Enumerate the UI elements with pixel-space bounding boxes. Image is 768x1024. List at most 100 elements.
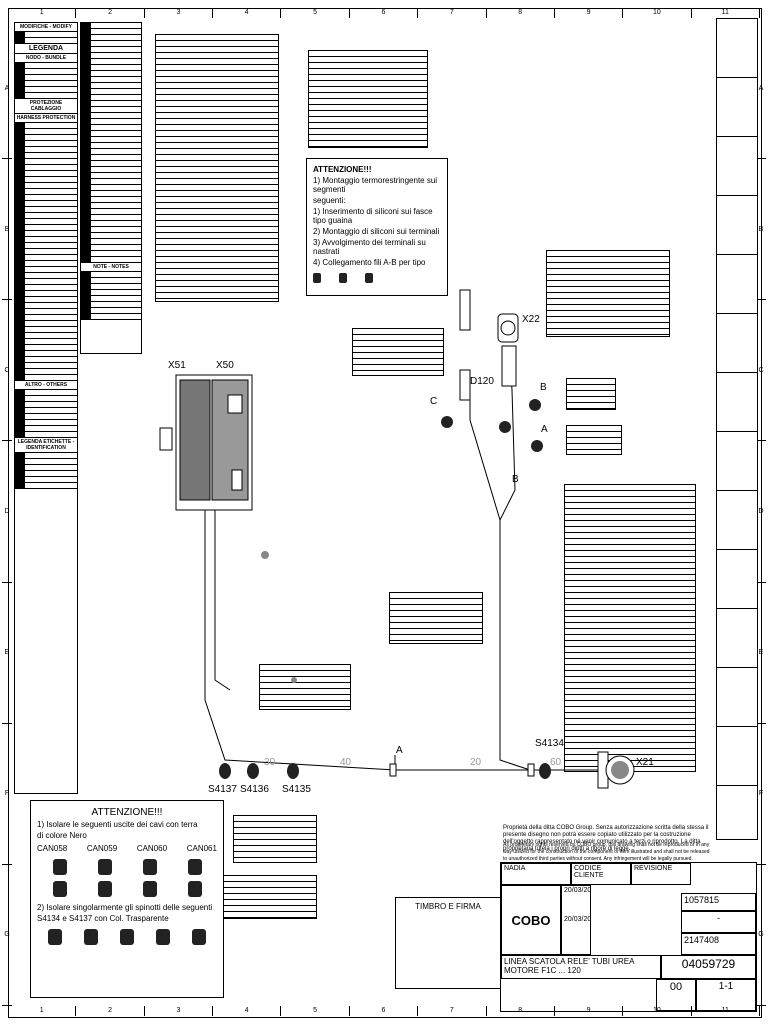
legend-row bbox=[15, 426, 77, 432]
legend-row bbox=[81, 296, 141, 302]
legend-row bbox=[15, 402, 77, 408]
main-trunk bbox=[204, 510, 530, 771]
zone-label: 4 bbox=[213, 1006, 282, 1016]
legend-row bbox=[15, 291, 77, 297]
pin-table-splice bbox=[389, 592, 483, 644]
legend-row bbox=[81, 131, 141, 137]
legend-row bbox=[81, 47, 141, 53]
zone-label: E bbox=[756, 583, 766, 724]
revision-strip bbox=[716, 18, 758, 840]
label-d120: D120 bbox=[470, 376, 494, 387]
legend-row bbox=[15, 81, 77, 87]
zone-label: 5 bbox=[281, 8, 350, 18]
legend-row bbox=[81, 41, 141, 47]
branch-left bbox=[214, 510, 231, 691]
zone-label: G bbox=[756, 865, 766, 1006]
branch-right bbox=[499, 520, 531, 771]
label-x22: X22 bbox=[522, 314, 540, 325]
legend-row bbox=[15, 195, 77, 201]
attention-line: S4134 e S4137 con Col. Trasparente bbox=[37, 914, 169, 923]
zone-label: A bbox=[756, 18, 766, 160]
zone-label: 6 bbox=[350, 8, 419, 18]
legend-row bbox=[15, 459, 77, 465]
notes-title: NOTE - NOTES bbox=[81, 263, 141, 272]
zone-label: 4 bbox=[213, 8, 282, 18]
x21-face bbox=[611, 761, 629, 779]
pin-table-x50 bbox=[308, 50, 428, 148]
stamp-box: TIMBRO E FIRMA bbox=[395, 897, 501, 989]
label-c: C bbox=[430, 396, 438, 407]
legend-row bbox=[15, 141, 77, 147]
zone-label: 3 bbox=[145, 8, 214, 18]
legend-row bbox=[81, 209, 141, 215]
company-logo-text: COBO bbox=[511, 912, 551, 928]
legend-row bbox=[81, 29, 141, 35]
legend-row bbox=[15, 159, 77, 165]
legend-row bbox=[81, 101, 141, 107]
legend-row bbox=[81, 59, 141, 65]
ground-c bbox=[441, 416, 453, 428]
legend-row bbox=[81, 173, 141, 179]
legend-row bbox=[15, 285, 77, 291]
legend-row bbox=[81, 203, 141, 209]
x22-face bbox=[500, 320, 516, 336]
can-label: CAN058 bbox=[37, 844, 68, 853]
legend-row bbox=[81, 179, 141, 185]
s4134-connector bbox=[539, 763, 551, 779]
zone-label: 11 bbox=[692, 8, 760, 18]
legend-row bbox=[15, 213, 77, 219]
legend-row bbox=[15, 237, 77, 243]
legend-row bbox=[15, 123, 77, 129]
attention-line: 4) Collegamento fili A-B per tipo bbox=[313, 258, 426, 267]
connector-icon bbox=[156, 929, 170, 945]
legend-row bbox=[15, 408, 77, 414]
fuse-block-left bbox=[179, 379, 211, 501]
title-block: NADIA CODICE CLIENTE REVISIONE COBO 20/0… bbox=[500, 862, 757, 1012]
legend-row bbox=[81, 302, 141, 308]
splice-a bbox=[389, 763, 397, 777]
legend-row bbox=[15, 432, 77, 438]
legend-row bbox=[15, 351, 77, 357]
legend-row bbox=[15, 483, 77, 489]
zone-label: 6 bbox=[350, 1006, 419, 1016]
legend-modify-title: MODIFICHE - MODIFY bbox=[15, 23, 77, 32]
tb-date: 20/03/2019 bbox=[564, 916, 591, 923]
legend-row bbox=[81, 197, 141, 203]
connector-icon bbox=[97, 881, 112, 897]
legend-row bbox=[81, 161, 141, 167]
attention-line: 2) Isolare singolarmente gli spinotti de… bbox=[37, 903, 213, 912]
legend-row bbox=[15, 207, 77, 213]
legend-row bbox=[81, 314, 141, 320]
legend-row bbox=[15, 327, 77, 333]
zone-label: B bbox=[2, 159, 12, 301]
connector-icon bbox=[192, 929, 206, 945]
zone-label: B bbox=[756, 159, 766, 301]
tb-dash: - bbox=[681, 911, 756, 933]
zone-label: C bbox=[2, 300, 12, 442]
zone-label: 2 bbox=[76, 8, 145, 18]
legend-row bbox=[15, 420, 77, 426]
attention-line: di colore Nero bbox=[37, 831, 87, 840]
legend-row bbox=[15, 297, 77, 303]
legend-row bbox=[81, 227, 141, 233]
d120-body bbox=[459, 369, 471, 401]
clip-marker bbox=[261, 551, 269, 559]
legend-row bbox=[81, 278, 141, 284]
branch-d120 bbox=[469, 395, 501, 521]
pin-table-s4135 bbox=[233, 815, 317, 863]
legend-protection-title: PROTEZIONE CABLAGGIO bbox=[15, 99, 77, 114]
legend-row bbox=[15, 63, 77, 69]
legend-row bbox=[81, 65, 141, 71]
zone-label: 1 bbox=[8, 8, 77, 18]
legend-row bbox=[81, 95, 141, 101]
legend-row bbox=[81, 251, 141, 257]
zone-label: D bbox=[756, 441, 766, 583]
legend-row bbox=[15, 38, 77, 44]
segment-length: 30 bbox=[264, 757, 276, 768]
legend-row bbox=[15, 345, 77, 351]
legend-row bbox=[81, 35, 141, 41]
tb-customer: NADIA bbox=[501, 863, 571, 885]
legend-panel-2: NOTE - NOTES bbox=[80, 22, 142, 354]
can-label: CAN059 bbox=[86, 844, 118, 853]
